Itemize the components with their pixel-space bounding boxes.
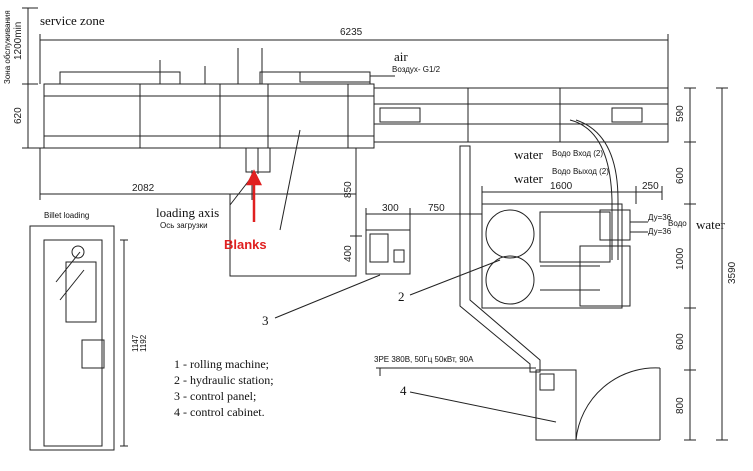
loading-axis-label: loading axis <box>156 205 220 220</box>
water-in-label: water <box>514 147 543 162</box>
water-ru-right-label: Водо <box>668 219 687 228</box>
dim-400: 400 <box>343 245 354 262</box>
billet-loading-label: Billet loading <box>44 211 90 220</box>
dim-850: 850 <box>343 181 354 198</box>
water-out-ru-label: Водо Выход (2) <box>552 167 609 176</box>
dim-1600: 1600 <box>550 181 573 192</box>
dim-600-lower: 600 <box>675 333 686 350</box>
callout-2: 2 <box>398 289 405 304</box>
du-label-2: Ду=36 <box>648 227 672 236</box>
dim-800: 800 <box>675 397 686 414</box>
dim-2082: 2082 <box>132 183 155 194</box>
callout-3: 3 <box>262 313 269 328</box>
water-out-label: water <box>514 171 543 186</box>
water-right-label: water <box>696 217 725 232</box>
dim-1200min: 1200min <box>13 21 24 60</box>
service-zone-ru-label: Зона обслуживания <box>3 10 12 84</box>
air-label: air <box>394 49 408 64</box>
legend-item-3: 3 - control panel; <box>174 389 257 403</box>
dim-620: 620 <box>13 107 24 124</box>
legend-item-4: 4 - control cabinet. <box>174 405 265 419</box>
service-zone-label: service zone <box>40 13 105 28</box>
dim-250: 250 <box>642 181 659 192</box>
du-label-1: Ду=36 <box>648 213 672 222</box>
dim-6235: 6235 <box>340 27 363 38</box>
dim-3590: 3590 <box>727 261 738 284</box>
dim-1192: 1192 <box>139 334 148 352</box>
callout-4: 4 <box>400 383 407 398</box>
dim-590: 590 <box>675 105 686 122</box>
water-in-ru-label: Водо Вход (2) <box>552 149 604 158</box>
legend-item-1: 1 - rolling machine; <box>174 357 269 371</box>
power-supply-label: 3PE 380В, 50Гц 50кВт, 90А <box>374 355 474 364</box>
loading-axis-ru-label: Ось загрузки <box>160 221 208 230</box>
dim-750: 750 <box>428 203 445 214</box>
dim-300: 300 <box>382 203 399 214</box>
legend-item-2: 2 - hydraulic station; <box>174 373 274 387</box>
dim-1000: 1000 <box>675 247 686 270</box>
dim-600-upper: 600 <box>675 167 686 184</box>
air-ru-label: Воздух- G1/2 <box>392 65 441 74</box>
blanks-label: Blanks <box>224 237 267 252</box>
